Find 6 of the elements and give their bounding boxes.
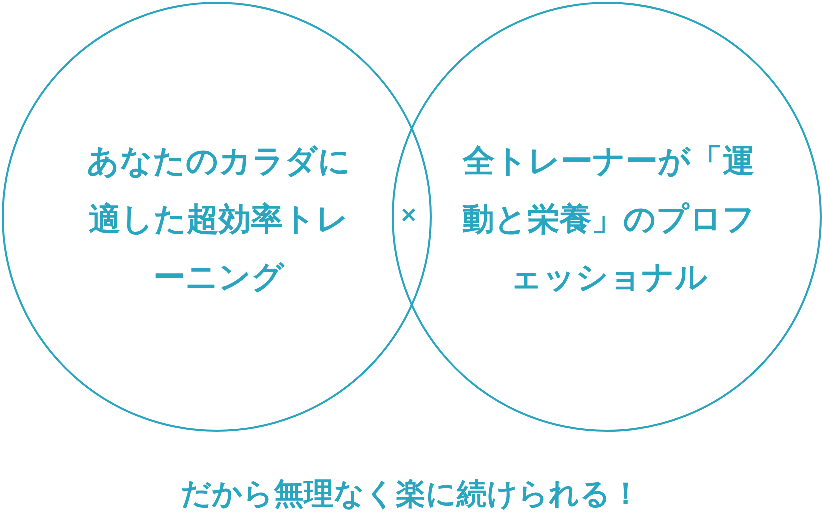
tagline: だから無理なく楽に続けられる！ bbox=[180, 476, 642, 514]
circle-text: 全トレーナーが「運動と栄養」のプロフェッショナル bbox=[462, 141, 756, 298]
venn-circle bbox=[392, 2, 822, 432]
times-sign: × bbox=[398, 203, 420, 228]
venn-circle bbox=[2, 2, 432, 432]
circle-text: あなたのカラダに適した超効率トレーニング bbox=[86, 141, 352, 298]
